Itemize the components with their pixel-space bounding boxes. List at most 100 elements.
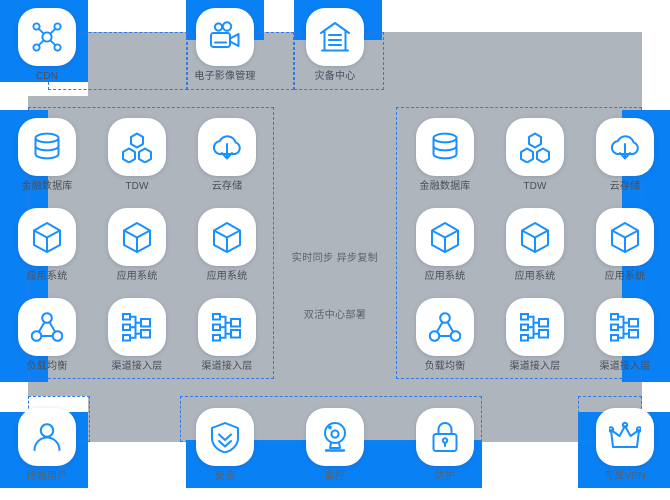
tile-dedicated-vpn[interactable] bbox=[596, 408, 654, 466]
data-warehouse-icon bbox=[520, 132, 550, 163]
node-label: 负载均衡 bbox=[26, 361, 68, 372]
node-left-app-system-3[interactable]: 应用系统 bbox=[196, 208, 258, 283]
tile-app-system[interactable] bbox=[198, 208, 256, 266]
tile-load-balancer[interactable] bbox=[416, 298, 474, 356]
node-label: 终端用户 bbox=[26, 471, 68, 482]
tile-app-system[interactable] bbox=[416, 208, 474, 266]
node-right-load-balancer[interactable]: 负载均衡 bbox=[414, 298, 476, 373]
lock-icon bbox=[432, 422, 458, 452]
deployment-annotation: 双活中心部署 bbox=[303, 310, 367, 321]
tile-security[interactable] bbox=[196, 408, 254, 466]
cube-icon bbox=[521, 222, 549, 253]
node-label: 渠道接入层 bbox=[201, 361, 253, 372]
tile-tdw[interactable] bbox=[506, 118, 564, 176]
node-left-access-layer-1[interactable]: 渠道接入层 bbox=[106, 298, 168, 373]
node-label: 应用系统 bbox=[116, 271, 158, 282]
node-label: 灾备中心 bbox=[314, 71, 356, 82]
node-label: 应用系统 bbox=[206, 271, 248, 282]
tile-app-system[interactable] bbox=[506, 208, 564, 266]
node-label: 渠道接入层 bbox=[599, 361, 651, 372]
node-label: 应用系统 bbox=[26, 271, 68, 282]
node-label: 云存储 bbox=[609, 181, 641, 192]
node-left-access-layer-2[interactable]: 渠道接入层 bbox=[196, 298, 258, 373]
node-right-cloud-storage[interactable]: 云存储 bbox=[594, 118, 656, 193]
node-left-load-balancer[interactable]: 负载均衡 bbox=[16, 298, 78, 373]
node-left-financial-database[interactable]: 金融数据库 bbox=[16, 118, 78, 193]
cloud-storage-icon bbox=[212, 135, 241, 160]
node-label: CDN bbox=[35, 71, 59, 82]
node-label: 监控 bbox=[324, 471, 346, 482]
node-label: 电子影像管理 bbox=[194, 71, 256, 82]
node-label: 负载均衡 bbox=[424, 361, 466, 372]
node-label: TDW bbox=[125, 181, 149, 192]
node-right-access-layer-2[interactable]: 渠道接入层 bbox=[594, 298, 656, 373]
tile-app-system[interactable] bbox=[18, 208, 76, 266]
tile-financial-database[interactable] bbox=[18, 118, 76, 176]
monitor-camera-icon bbox=[323, 421, 347, 452]
node-dedicated-vpn[interactable]: 专属VPN bbox=[594, 408, 656, 483]
tile-access-layer[interactable] bbox=[198, 298, 256, 356]
tile-tdw[interactable] bbox=[108, 118, 166, 176]
node-right-tdw[interactable]: TDW bbox=[504, 118, 566, 193]
tile-monitoring[interactable] bbox=[306, 408, 364, 466]
cube-icon bbox=[611, 222, 639, 253]
tile-app-system[interactable] bbox=[108, 208, 166, 266]
data-warehouse-icon bbox=[122, 132, 152, 163]
node-label: 应用系统 bbox=[604, 271, 646, 282]
node-label: 专属VPN bbox=[604, 471, 646, 482]
tile-protection[interactable] bbox=[416, 408, 474, 466]
sync-annotation: 实时同步 异步复制 bbox=[291, 253, 379, 264]
node-security[interactable]: 安全 bbox=[194, 408, 256, 483]
video-camera-icon bbox=[210, 21, 240, 48]
cloud-storage-icon bbox=[610, 135, 639, 160]
node-left-app-system-1[interactable]: 应用系统 bbox=[16, 208, 78, 283]
node-label: TDW bbox=[523, 181, 547, 192]
tile-cloud-storage[interactable] bbox=[596, 118, 654, 176]
cube-icon bbox=[33, 222, 61, 253]
node-electronic-imaging[interactable]: 电子影像管理 bbox=[194, 8, 256, 83]
cdn-icon bbox=[32, 22, 62, 52]
tile-cdn[interactable] bbox=[18, 8, 76, 66]
access-layer-icon bbox=[520, 313, 549, 342]
node-right-app-system-2[interactable]: 应用系统 bbox=[504, 208, 566, 283]
tile-cloud-storage[interactable] bbox=[198, 118, 256, 176]
tile-load-balancer[interactable] bbox=[18, 298, 76, 356]
node-end-user[interactable]: 终端用户 bbox=[16, 408, 78, 483]
node-right-app-system-3[interactable]: 应用系统 bbox=[594, 208, 656, 283]
node-cdn[interactable]: CDN bbox=[16, 8, 78, 83]
node-label: 渠道接入层 bbox=[111, 361, 163, 372]
node-label: 防护 bbox=[434, 471, 456, 482]
node-right-access-layer-1[interactable]: 渠道接入层 bbox=[504, 298, 566, 373]
node-label: 渠道接入层 bbox=[509, 361, 561, 372]
node-label: 应用系统 bbox=[514, 271, 556, 282]
node-label: 安全 bbox=[214, 471, 236, 482]
node-left-app-system-2[interactable]: 应用系统 bbox=[106, 208, 168, 283]
node-protection[interactable]: 防护 bbox=[414, 408, 476, 483]
crown-icon bbox=[609, 421, 641, 448]
node-left-tdw[interactable]: TDW bbox=[106, 118, 168, 193]
node-monitoring[interactable]: 监控 bbox=[304, 408, 366, 483]
node-left-cloud-storage[interactable]: 云存储 bbox=[196, 118, 258, 193]
tile-access-layer[interactable] bbox=[108, 298, 166, 356]
tile-disaster-recovery-center[interactable] bbox=[306, 8, 364, 66]
node-label: 应用系统 bbox=[424, 271, 466, 282]
node-disaster-recovery-center[interactable]: 灾备中心 bbox=[304, 8, 366, 83]
tile-end-user[interactable] bbox=[18, 408, 76, 466]
node-right-financial-database[interactable]: 金融数据库 bbox=[414, 118, 476, 193]
node-right-app-system-1[interactable]: 应用系统 bbox=[414, 208, 476, 283]
access-layer-icon bbox=[610, 313, 639, 342]
disaster-recovery-center-icon bbox=[320, 22, 350, 52]
node-label: 金融数据库 bbox=[419, 181, 471, 192]
tile-access-layer[interactable] bbox=[506, 298, 564, 356]
tile-access-layer[interactable] bbox=[596, 298, 654, 356]
tile-app-system[interactable] bbox=[596, 208, 654, 266]
user-icon bbox=[33, 423, 61, 451]
tile-financial-database[interactable] bbox=[416, 118, 474, 176]
node-label: 金融数据库 bbox=[21, 181, 73, 192]
node-label: 云存储 bbox=[211, 181, 243, 192]
tile-electronic-imaging[interactable] bbox=[196, 8, 254, 66]
load-balancer-icon bbox=[31, 312, 63, 342]
cube-icon bbox=[123, 222, 151, 253]
database-icon bbox=[432, 132, 458, 160]
